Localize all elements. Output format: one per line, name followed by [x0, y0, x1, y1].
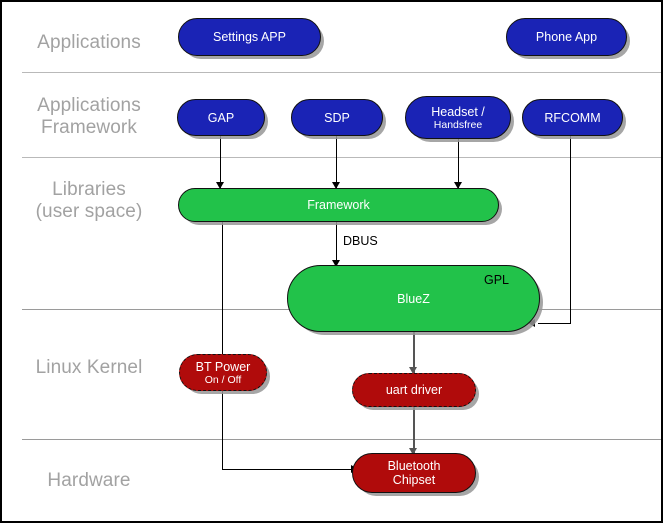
node-phone-app-label: Phone App	[535, 30, 598, 44]
layer-label-linux-kernel: Linux Kernel	[35, 357, 143, 378]
node-framework-label: Framework	[307, 198, 370, 212]
node-bluetooth-chipset-label-line2: Chipset	[392, 473, 436, 487]
node-settings-app-label: Settings APP	[213, 30, 286, 44]
edge-gap-to-framework	[220, 135, 222, 188]
node-gap[interactable]: GAP	[177, 99, 265, 136]
edge-framework-to-bluez	[336, 222, 338, 268]
layer-label-libraries: Libraries (user space)	[35, 179, 143, 222]
arrowhead-framework-to-bluez	[332, 260, 340, 267]
node-bluez[interactable]: BlueZ	[287, 265, 540, 332]
edge-bluez-to-uart	[413, 332, 415, 374]
node-bluetooth-chipset-label-line1: Bluetooth	[387, 459, 441, 473]
node-sdp[interactable]: SDP	[291, 99, 383, 136]
node-uart-driver[interactable]: uart driver	[352, 373, 476, 407]
node-bluez-label: BlueZ	[397, 291, 430, 306]
node-bluez-gpl-tag: GPL	[484, 273, 510, 287]
node-headset-handsfree-label-line2: Handsfree	[433, 118, 483, 131]
layer-label-hardware: Hardware	[47, 470, 131, 491]
node-bt-power-label-line1: BT Power	[195, 359, 251, 374]
node-bt-power-label-line2: On / Off	[204, 373, 242, 386]
node-headset-handsfree[interactable]: Headset / Handsfree	[405, 96, 511, 139]
node-rfcomm-label: RFCOMM	[544, 110, 601, 125]
node-sdp-label: SDP	[324, 110, 350, 125]
separator-applications	[22, 72, 661, 73]
node-bluetooth-chipset[interactable]: Bluetooth Chipset	[352, 453, 476, 493]
node-headset-handsfree-label-line1: Headset /	[431, 104, 485, 119]
edge-rfcomm-vertical	[570, 135, 572, 324]
layer-label-applications: Applications	[37, 32, 141, 53]
arrowhead-bluez-to-uart	[409, 367, 417, 374]
edge-rfcomm-horizontal	[538, 323, 571, 325]
node-gap-label: GAP	[207, 110, 235, 125]
edge-uart-to-chipset	[413, 406, 415, 454]
arrowhead-gap-to-framework	[216, 182, 224, 189]
edge-label-dbus: DBUS	[343, 234, 378, 248]
node-rfcomm[interactable]: RFCOMM	[522, 99, 623, 136]
arrowhead-headset-to-framework	[454, 182, 462, 189]
edge-headset-to-framework	[458, 139, 460, 188]
edge-framework-to-chipset-vertical	[222, 220, 224, 470]
separator-applications-framework	[22, 157, 661, 158]
node-phone-app[interactable]: Phone App	[506, 18, 627, 56]
node-bt-power[interactable]: BT Power On / Off	[179, 354, 267, 391]
node-framework[interactable]: Framework	[178, 188, 499, 222]
edge-sdp-to-framework	[336, 135, 338, 188]
edge-framework-to-chipset-horizontal	[222, 469, 354, 471]
node-uart-driver-label: uart driver	[385, 383, 443, 397]
node-settings-app[interactable]: Settings APP	[178, 18, 321, 56]
arrowhead-rfcomm-to-bluez	[528, 319, 535, 327]
layer-label-applications-framework: Applications Framework	[37, 95, 141, 138]
arrowhead-uart-to-chipset	[409, 448, 417, 455]
separator-linux-kernel	[22, 439, 661, 440]
arrowhead-sdp-to-framework	[332, 182, 340, 189]
